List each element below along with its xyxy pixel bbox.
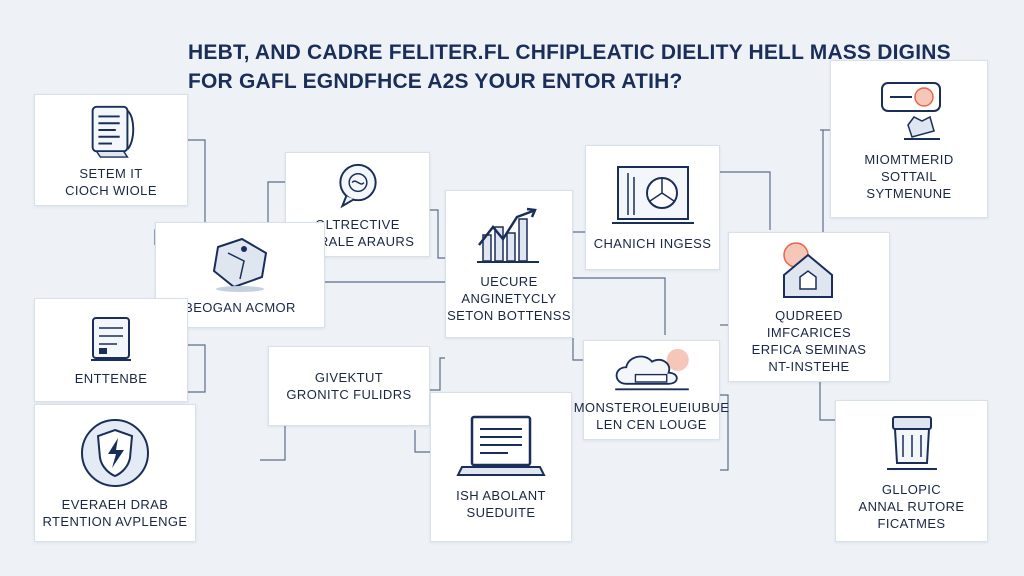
bar-trend-chart-icon <box>477 207 539 263</box>
checklist-icon <box>91 316 131 361</box>
node-card-4[interactable]: CHANICH INGESS <box>585 145 720 270</box>
cloud-server-icon <box>614 348 689 391</box>
lightning-shield-icon <box>81 419 149 487</box>
title-line-1: HEBT, AND CADRE FELITER.FL CHFIPLEATIC D… <box>188 41 951 64</box>
diagram-title: HEBT, AND CADRE FELITER.FL CHFIPLEATIC D… <box>188 38 951 96</box>
node-label-7: ENTTENBE <box>74 370 148 386</box>
node-card-7[interactable]: ENTTENBE <box>34 298 188 402</box>
cloth-tag-icon <box>212 237 268 292</box>
node-label-6: BEOGAN ACMOR <box>184 299 296 315</box>
title-line-2: FOR GAFL EGNDFHCE A2S YOUR ENTOR ATIH? <box>188 70 683 93</box>
node-label-4: CHANICH INGESS <box>593 236 712 251</box>
monitor-pie-chart-icon <box>611 166 694 224</box>
house-shield-icon <box>783 242 833 298</box>
message-box-icon <box>881 81 941 140</box>
document-icon <box>91 105 135 158</box>
laptop-icon <box>456 415 546 476</box>
storage-bin-icon <box>886 415 937 470</box>
chat-bubble-icon <box>338 163 377 209</box>
node-card-6[interactable]: BEOGAN ACMOR <box>155 222 325 328</box>
